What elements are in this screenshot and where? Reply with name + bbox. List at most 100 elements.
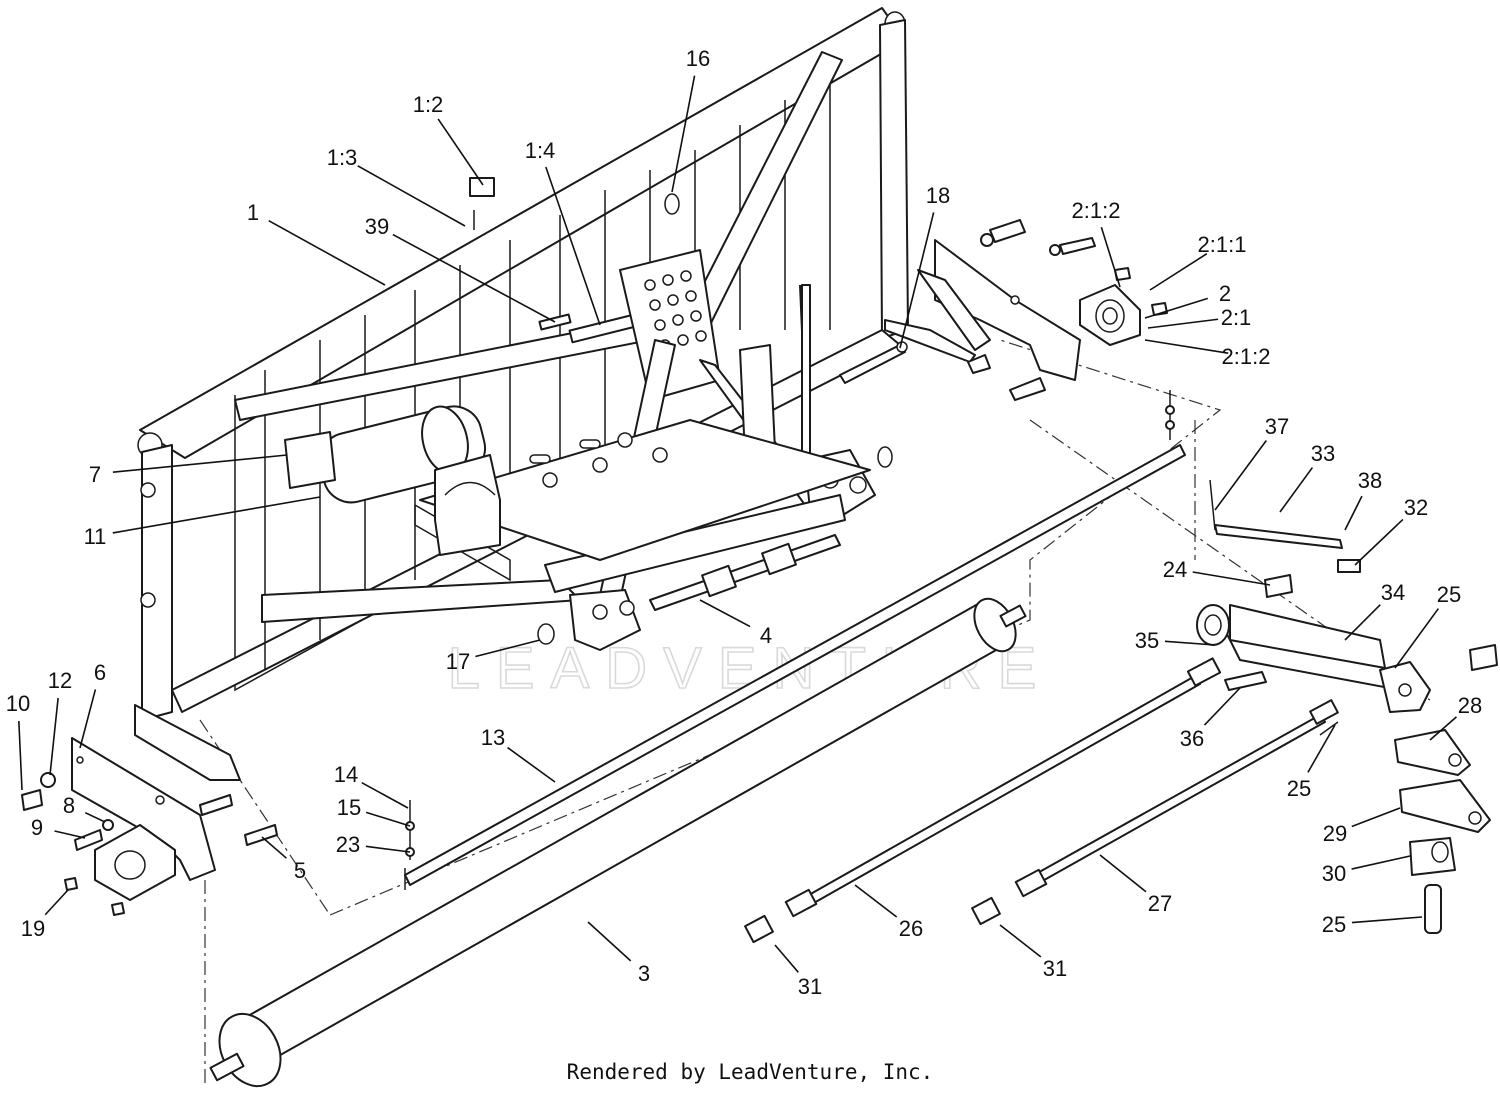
callout-label-24[interactable]: 24 xyxy=(1163,557,1187,582)
leader-line-30 xyxy=(1351,855,1411,870)
leader-line-2-1-2b xyxy=(1144,339,1229,354)
leader-line-18 xyxy=(899,212,935,349)
leader-line-37 xyxy=(1214,440,1267,511)
callout-label-32[interactable]: 32 xyxy=(1404,495,1428,520)
callout-label-10[interactable]: 10 xyxy=(6,691,30,716)
callout-label-38[interactable]: 38 xyxy=(1358,468,1382,493)
right-mount-bracket xyxy=(884,219,1168,401)
callout-label-1[interactable]: 1 xyxy=(247,200,259,225)
leader-line-6 xyxy=(79,689,97,749)
left-mount-bracket xyxy=(21,704,278,916)
callout-label-15[interactable]: 15 xyxy=(337,795,361,820)
leader-line-25c xyxy=(1351,916,1423,924)
base-plate xyxy=(414,419,871,582)
callout-label-25b[interactable]: 25 xyxy=(1287,776,1311,801)
callout-label-25c[interactable]: 25 xyxy=(1322,912,1346,937)
leader-line-24 xyxy=(1192,571,1271,586)
callout-label-9[interactable]: 9 xyxy=(31,815,43,840)
callout-label-1-4[interactable]: 1:4 xyxy=(525,138,556,163)
callout-label-13[interactable]: 13 xyxy=(481,725,505,750)
callout-label-7[interactable]: 7 xyxy=(89,462,101,487)
callout-label-31a[interactable]: 31 xyxy=(798,974,822,999)
hydraulic-cylinder-34 xyxy=(1196,479,1498,713)
footer-credit: Rendered by LeadVenture, Inc. xyxy=(566,1060,934,1084)
leader-line-1-2 xyxy=(437,118,484,186)
leader-line-27 xyxy=(1099,854,1147,893)
callout-label-33[interactable]: 33 xyxy=(1311,441,1335,466)
leader-line-35 xyxy=(1164,640,1216,646)
callout-label-30[interactable]: 30 xyxy=(1322,861,1346,886)
callout-label-5[interactable]: 5 xyxy=(294,858,306,883)
callout-label-25a[interactable]: 25 xyxy=(1437,582,1461,607)
leader-line-31b xyxy=(999,924,1042,958)
roller-3 xyxy=(209,597,1027,1088)
leader-line-34 xyxy=(1344,604,1381,641)
leader-line-7 xyxy=(112,454,288,474)
callout-label-1-3[interactable]: 1:3 xyxy=(327,145,358,170)
callout-label-16[interactable]: 16 xyxy=(686,46,710,71)
callout-label-14[interactable]: 14 xyxy=(334,762,358,787)
leader-line-5 xyxy=(261,836,287,859)
leader-line-32 xyxy=(1354,518,1404,566)
callout-label-19[interactable]: 19 xyxy=(21,916,45,941)
callout-label-29[interactable]: 29 xyxy=(1323,821,1347,846)
callout-label-37[interactable]: 37 xyxy=(1265,414,1289,439)
leader-line-1-3 xyxy=(357,165,466,227)
leader-line-9 xyxy=(54,830,86,839)
leader-line-2 xyxy=(1144,297,1209,319)
cylinder-cradle xyxy=(284,405,501,556)
hitch-assembly xyxy=(261,193,908,651)
callout-label-2-1-2a[interactable]: 2:1:2 xyxy=(1072,198,1121,223)
callout-label-2-1-1[interactable]: 2:1:1 xyxy=(1198,232,1247,257)
leader-line-36 xyxy=(1203,687,1241,726)
callout-label-6[interactable]: 6 xyxy=(94,660,106,685)
callout-label-35[interactable]: 35 xyxy=(1135,628,1159,653)
callout-label-2[interactable]: 2 xyxy=(1219,281,1231,306)
leader-line-4 xyxy=(699,599,751,628)
callout-label-31b[interactable]: 31 xyxy=(1043,956,1067,981)
callout-label-2-1-2b[interactable]: 2:1:2 xyxy=(1222,344,1271,369)
leader-line-11 xyxy=(112,496,321,534)
leader-line-26 xyxy=(854,884,898,918)
leader-line-29 xyxy=(1351,807,1401,828)
leader-line-28 xyxy=(1429,716,1457,741)
callout-label-4[interactable]: 4 xyxy=(760,623,772,648)
leader-line-19 xyxy=(44,889,69,916)
callout-label-26[interactable]: 26 xyxy=(899,916,923,941)
callout-label-2-1[interactable]: 2:1 xyxy=(1221,305,1252,330)
callout-label-18[interactable]: 18 xyxy=(926,183,950,208)
leader-line-17 xyxy=(475,639,541,658)
leader-line-12 xyxy=(49,697,59,776)
leader-line-38 xyxy=(1344,495,1363,531)
leader-line-25b xyxy=(1307,724,1336,773)
leader-line-1 xyxy=(268,220,386,286)
callout-label-34[interactable]: 34 xyxy=(1381,580,1405,605)
leader-line-8 xyxy=(84,811,106,823)
callout-label-12[interactable]: 12 xyxy=(48,668,72,693)
callout-label-28[interactable]: 28 xyxy=(1458,693,1482,718)
lever-links xyxy=(1394,729,1491,934)
callout-label-17[interactable]: 17 xyxy=(446,649,470,674)
leader-line-15 xyxy=(365,811,411,827)
callout-label-27[interactable]: 27 xyxy=(1148,891,1172,916)
main-frame-1 xyxy=(137,7,909,721)
leader-line-39 xyxy=(392,233,556,323)
leader-line-25a xyxy=(1394,608,1440,669)
leader-line-23 xyxy=(365,845,411,853)
leader-line-14 xyxy=(361,781,409,809)
callout-label-36[interactable]: 36 xyxy=(1180,726,1204,751)
hoses xyxy=(744,657,1339,944)
leader-line-13 xyxy=(507,746,556,783)
callout-label-8[interactable]: 8 xyxy=(63,793,75,818)
callout-label-3[interactable]: 3 xyxy=(638,961,650,986)
callout-label-1-2[interactable]: 1:2 xyxy=(413,92,444,117)
leader-line-2-1-2a xyxy=(1100,226,1121,288)
callout-label-23[interactable]: 23 xyxy=(336,832,360,857)
scraper-bar-13 xyxy=(404,390,1186,890)
callout-label-39[interactable]: 39 xyxy=(365,214,389,239)
callout-label-11[interactable]: 11 xyxy=(84,524,107,549)
leader-line-33 xyxy=(1279,467,1314,513)
leader-line-3 xyxy=(587,921,632,962)
